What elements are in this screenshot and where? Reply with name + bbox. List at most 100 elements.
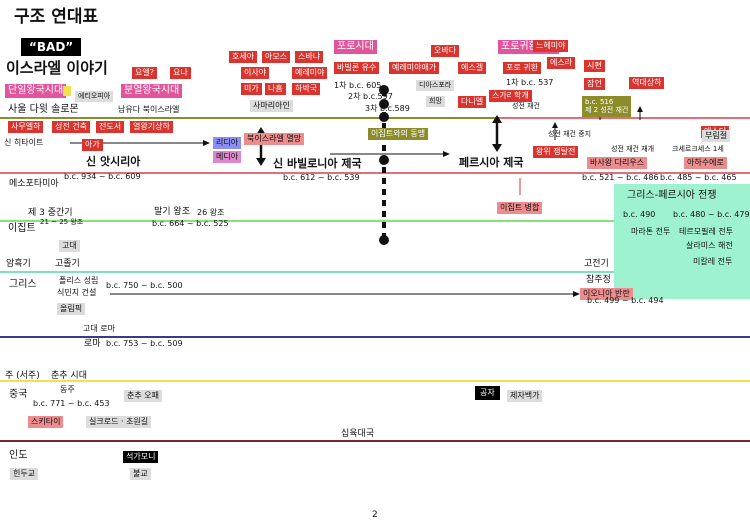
jer-lam-label: 예레미야애가 [389,62,440,74]
war-date-2: b.c. 480 ~ b.c. 479 [673,210,750,219]
second-temple-label: b.c. 516 제 2 성전 재건 [582,96,632,117]
babylon-exile-label: 바빌론 유수 [334,62,380,74]
assyria-label: 신 앗시리아 [86,155,141,168]
colony-label: 식민지 건설 [57,288,97,297]
ancient-label: 고대 [59,240,80,252]
sixteen-kingdoms-label: 십육대국 [341,429,375,439]
habakkuk-label: 하박국 [292,83,321,95]
amos-label: 아모스 [262,51,291,63]
zech-label: 스가랴 [489,90,518,102]
egypt-label: 이집트 [8,223,36,234]
persia-date-2: b.c. 485 ~ b.c. 465 [660,173,737,182]
persia-date: b.c. 521 ~ b.c. 486 [582,173,659,182]
chron-label: 역대상하 [629,77,665,89]
hope-label: 희망 [426,96,445,107]
egypt-conquest-label: 이집트 병합 [497,202,543,214]
hosea-label: 호세아 [229,51,258,63]
ezekiel-label: 에스겔 [458,62,487,74]
bad-badge: “BAD” [21,38,82,56]
scythian-label: 스키타이 [28,416,64,428]
united-kingdom-label: 단일왕국시대 [5,84,67,98]
tyranny-label: 참주정 [586,275,611,285]
haggai-label: 학개 [511,90,532,102]
persia-label: 페르시아 제국 [459,156,524,169]
babylon-date: b.c. 612 ~ b.c. 539 [283,173,360,182]
samaria-label: 사마리아인 [250,100,293,112]
egypt-alliance-label: 이집트와의 동맹 [368,128,429,140]
rome-date: b.c. 753 ~ b.c. 509 [106,339,183,348]
proverbs-label: 잠언 [584,78,605,90]
greco-persian-war-block [614,184,750,299]
thermo-label: 테르모필레 전투 [679,227,734,236]
page-number: 2 [372,510,378,520]
diaspora-label: 디아스포라 [416,80,455,91]
cambyses-label: 왕위 쟁탈전 [533,146,579,158]
zeph-label: 스바냐 [295,51,324,63]
psalms-label: 시편 [584,60,605,72]
polis-label: 폴리스 성립 [59,276,99,285]
kings-book-label: 열왕기상하 [130,121,173,133]
judah-israel-label: 남유다 북이스라엘 [118,105,180,114]
jonah-label: 요나 [170,67,191,79]
india-label: 인도 [9,450,28,461]
china-date: b.c. 771 ~ b.c. 453 [33,399,110,408]
hindu-label: 힌두교 [10,468,39,480]
daniel-label: 다니엘 [458,96,487,108]
egypt-late-label: 말기 왕조 [154,207,190,217]
hittite-label: 신 히타이트 [4,138,44,147]
exile-second: 2차 b.c.597 [348,92,393,101]
rome-label: 로마 [84,339,101,349]
subtitle: 이스라엘 이야기 [6,59,108,77]
ahasuerus-label: 아하수에로 [684,157,727,169]
ionia-label: 이오니아 반란 [580,288,633,300]
exile-title: 포로시대 [334,40,377,54]
east-zhou-label: 동주 [60,385,75,394]
buddhism-label: 불교 [130,468,151,480]
rebuild-label: 성전 재건 [512,102,540,110]
marathon-label: 마라톤 전투 [631,227,671,236]
egypt-third-date: 21 ~ 25 왕조 [40,218,84,226]
divided-kingdom-label: 분열왕국시대 [121,84,183,98]
ancient-rome-label: 고대 로마 [83,324,115,333]
mesopotamia-label: 메소포타미아 [9,179,59,189]
ahab-label: 아가 [82,139,103,151]
zhou-label: 주 (서주) [5,371,40,381]
dark-age-label: 암흑기 [6,259,31,269]
israel-fall-label: 북이스라엘 멸망 [244,133,305,145]
media-label: 메디아 [213,151,242,163]
archaic-label: 고졸기 [55,259,80,269]
ethiopia-label: 에티오피아 [75,91,114,102]
greece-date: b.c. 750 ~ b.c. 500 [106,281,183,290]
return-first: 1차 b.c. 537 [506,78,554,87]
babylon-label: 신 바빌로니아 제국 [273,157,362,170]
darius-label: 바사왕 다리우스 [587,157,648,169]
joel-label: 요엘? [132,67,157,79]
ezra-label: 에스라 [547,57,576,69]
micah-label: 미가 [241,83,262,95]
war-date-1: b.c. 490 [623,210,656,219]
exile-first: 1차 b.c. 605 [334,81,382,90]
exile-third: 3차 b.c.589 [365,104,410,113]
jer-label: 예레미야 [292,67,328,79]
xerxes-label: 크세르크세스 1세 [672,145,724,153]
classic-label: 고전기 [584,259,609,269]
resume-label: 성전 재건 재개 [611,145,655,153]
five-hegemons-label: 춘추 오패 [124,390,162,402]
egypt-late-dyn: 26 왕조 [197,208,225,217]
hundred-schools-label: 제자백가 [507,390,543,402]
purim-label: 부림절 [702,130,731,142]
return-label: 포로 귀환 [503,62,541,74]
china-label: 중국 [9,389,28,400]
page-title: 구조 연대표 [14,7,99,27]
buddha-label: 석가모니 [123,451,159,463]
temple-label: 성전 건축 [52,121,90,133]
egypt-third-label: 제 3 중간기 [28,208,73,218]
lydia-label: 리디아 [213,137,242,149]
isaiah-label: 이사야 [241,67,270,79]
egypt-late-date: b.c. 664 ~ b.c. 525 [152,219,229,228]
kings-label: 사울 다윗 솔로몬 [8,104,79,115]
nahum-label: 나훔 [265,83,286,95]
samuel-label: 사무엘하 [8,121,44,133]
war-label: 그리스-페르시아 전쟁 [627,190,717,201]
greece-label: 그리스 [9,279,37,290]
